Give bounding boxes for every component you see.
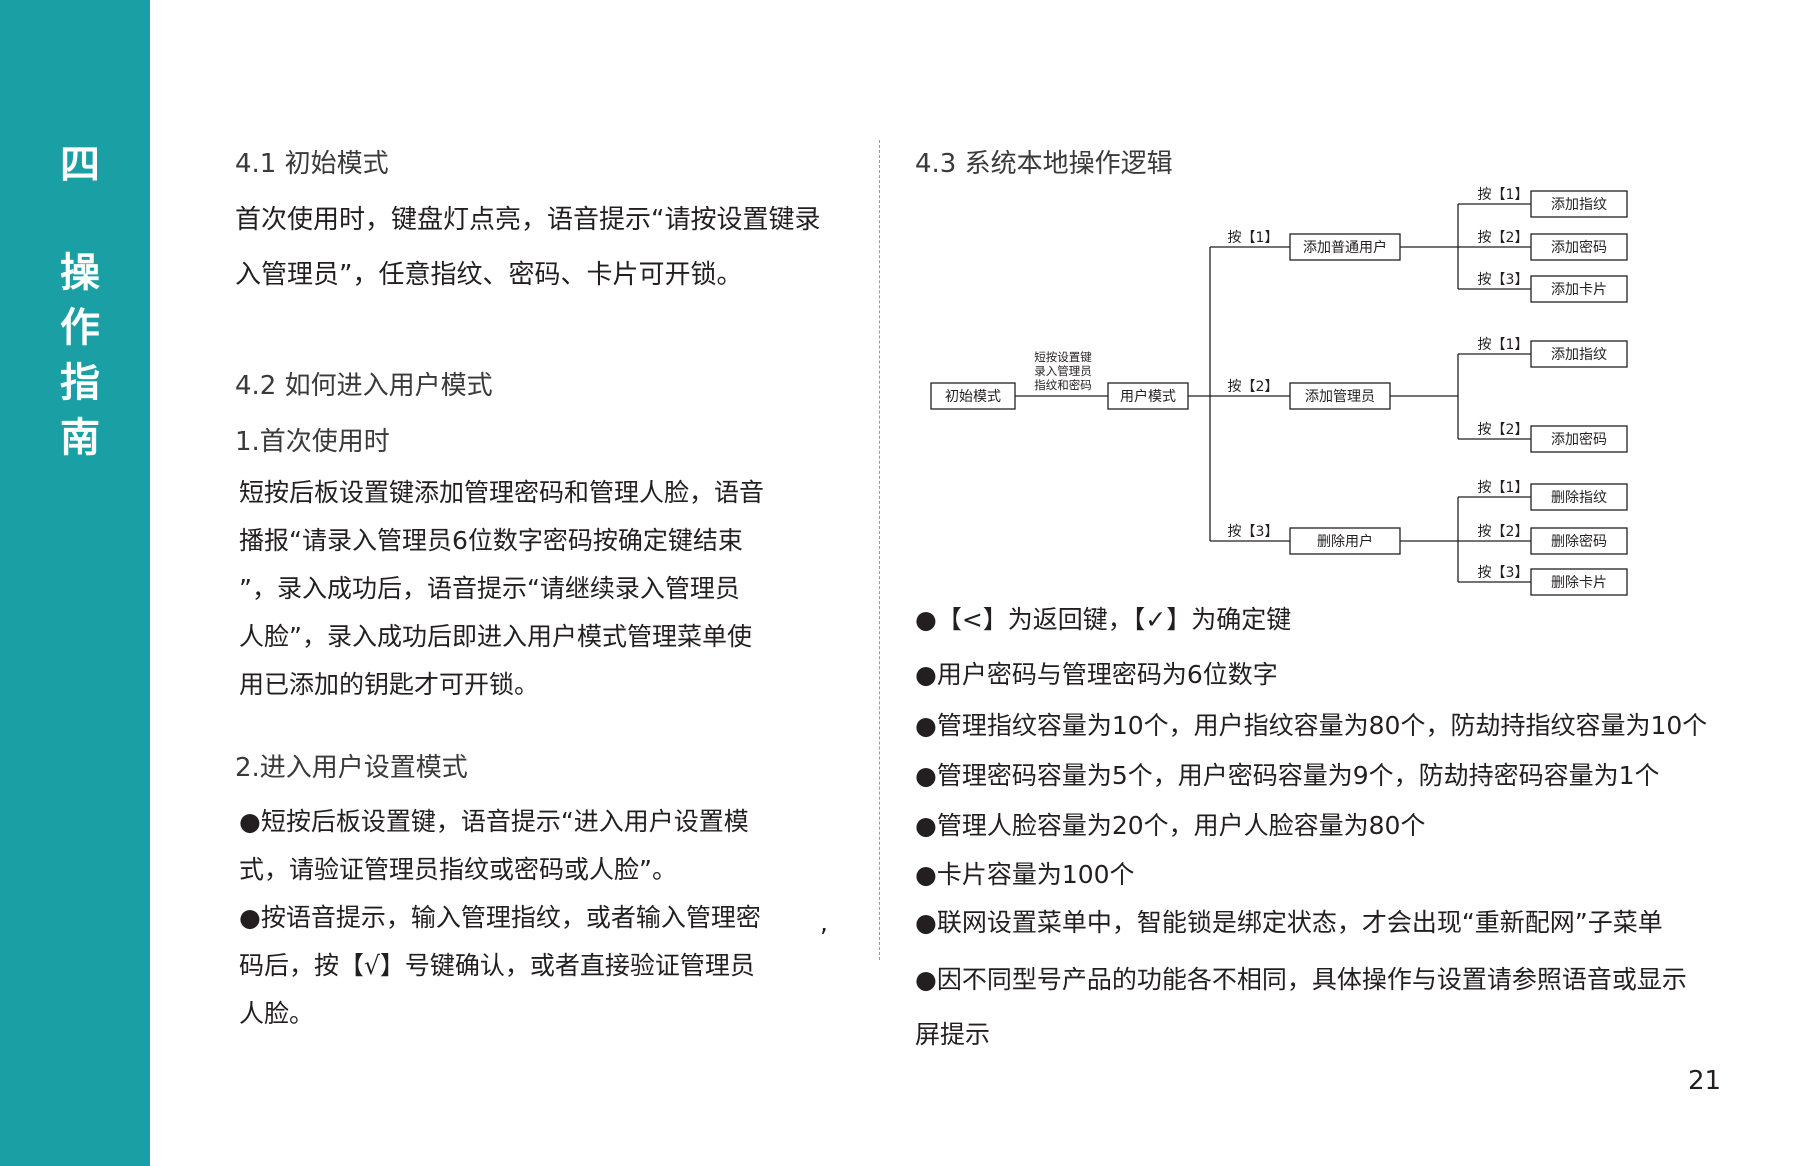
node-add-fingerprint-1: 添加指纹 (1551, 197, 1607, 213)
section-4-1-body-line-2: 入管理员”，任意指纹、密码、卡片可开锁。 (235, 260, 743, 290)
key-label-branch-3: 按【3】 (1228, 524, 1279, 540)
chapter-title-char-4: 南 (60, 415, 100, 461)
section-4-2-sub2-title: 2.进入用户设置模式 (235, 753, 468, 783)
key-label-b3-sub-1: 按【1】 (1478, 480, 1529, 496)
key-label-b3-sub-3: 按【3】 (1478, 565, 1529, 581)
node-user-mode: 用户模式 (1120, 388, 1176, 405)
key-label-b3-sub-2: 按【2】 (1478, 524, 1529, 540)
node-add-password-1: 添加密码 (1551, 239, 1607, 256)
page-number: 21 (1688, 1066, 1722, 1096)
node-delete-password: 删除密码 (1551, 533, 1607, 550)
operation-logic-diagram: 初始模式 用户模式 添加普通用户 添加管理员 删除用户 添加指纹 添加密码 添加… (930, 187, 1628, 596)
node-add-card: 添加卡片 (1551, 282, 1607, 298)
node-add-admin: 添加管理员 (1305, 389, 1375, 405)
action-label-line-3: 指纹和密码 (1034, 378, 1092, 392)
note-7: ●联网设置菜单中，智能锁是绑定状态，才会出现“重新配网”子菜单 (915, 908, 1663, 937)
node-add-fingerprint-2: 添加指纹 (1551, 347, 1607, 363)
sub1-body-line-1: 短按后板设置键添加管理密码和管理人脸，语音 (239, 478, 765, 507)
node-add-password-2: 添加密码 (1551, 431, 1607, 448)
chapter-title-char-2: 作 (60, 305, 100, 351)
sub2-body-line-1: ●短按后板设置键，语音提示“进入用户设置模 (239, 807, 749, 836)
sub2-body-line-3: ●按语音提示，输入管理指纹，或者输入管理密 (239, 903, 761, 932)
section-4-2-sub1-title: 1.首次使用时 (235, 427, 390, 457)
note-8: ●因不同型号产品的功能各不相同，具体操作与设置请参照语音或显示 (915, 965, 1687, 994)
node-initial-mode: 初始模式 (945, 388, 1001, 405)
note-1: ●【<】为返回键，【✓】为确定键 (915, 605, 1292, 634)
section-4-1-title: 4.1 初始模式 (235, 149, 389, 179)
note-8-continued: 屏提示 (915, 1020, 991, 1049)
key-label-b1-sub-3: 按【3】 (1478, 272, 1529, 288)
section-4-1-body-line-1: 首次使用时，键盘灯点亮，语音提示“请按设置键录 (235, 205, 821, 235)
note-6: ●卡片容量为100个 (915, 860, 1135, 889)
chapter-title-char-1: 操 (60, 250, 100, 296)
sub2-body-line-5: 人脸。 (239, 999, 315, 1028)
sub1-body-line-5: 用已添加的钥匙才可开锁。 (239, 670, 540, 699)
key-label-b2-sub-2: 按【2】 (1478, 422, 1529, 438)
note-3: ●管理指纹容量为10个，用户指纹容量为80个，防劫持指纹容量为10个 (915, 711, 1708, 740)
key-label-branch-2: 按【2】 (1228, 379, 1279, 395)
chapter-sidebar (0, 0, 150, 1166)
key-label-b1-sub-2: 按【2】 (1478, 230, 1529, 246)
sub1-body-line-3: ”，录入成功后，语音提示“请继续录入管理员 (239, 574, 740, 603)
section-4-3-title: 4.3 系统本地操作逻辑 (915, 149, 1173, 179)
node-delete-fingerprint: 删除指纹 (1551, 490, 1607, 506)
sub1-body-line-2: 播报“请录入管理员6位数字密码按确定键结束 (239, 526, 743, 555)
sub2-body-line-4: 码后，按【√】号键确认，或者直接验证管理员 (239, 951, 755, 980)
column-divider (879, 140, 880, 960)
node-delete-user: 删除用户 (1317, 533, 1373, 550)
action-label-line-1: 短按设置键 (1034, 350, 1092, 364)
action-label-line-2: 录入管理员 (1034, 364, 1092, 378)
key-label-b2-sub-1: 按【1】 (1478, 337, 1529, 353)
node-add-normal-user: 添加普通用户 (1303, 239, 1387, 256)
section-4-2-title: 4.2 如何进入用户模式 (235, 371, 493, 401)
key-label-b1-sub-1: 按【1】 (1478, 187, 1529, 203)
chapter-title-char-3: 指 (60, 360, 100, 406)
note-5: ●管理人脸容量为20个，用户人脸容量为80个 (915, 811, 1426, 840)
sub2-body-line-2: 式，请验证管理员指纹或密码或人脸”。 (239, 855, 677, 884)
chapter-number: 四 (60, 142, 100, 188)
note-4: ●管理密码容量为5个，用户密码容量为9个，防劫持密码容量为1个 (915, 761, 1660, 790)
note-2: ●用户密码与管理密码为6位数字 (915, 660, 1278, 689)
key-label-branch-1: 按【1】 (1228, 230, 1279, 246)
stray-comma: , (820, 908, 828, 937)
node-delete-card: 删除卡片 (1551, 575, 1607, 591)
sub1-body-line-4: 人脸”，录入成功后即进入用户模式管理菜单使 (239, 622, 752, 651)
